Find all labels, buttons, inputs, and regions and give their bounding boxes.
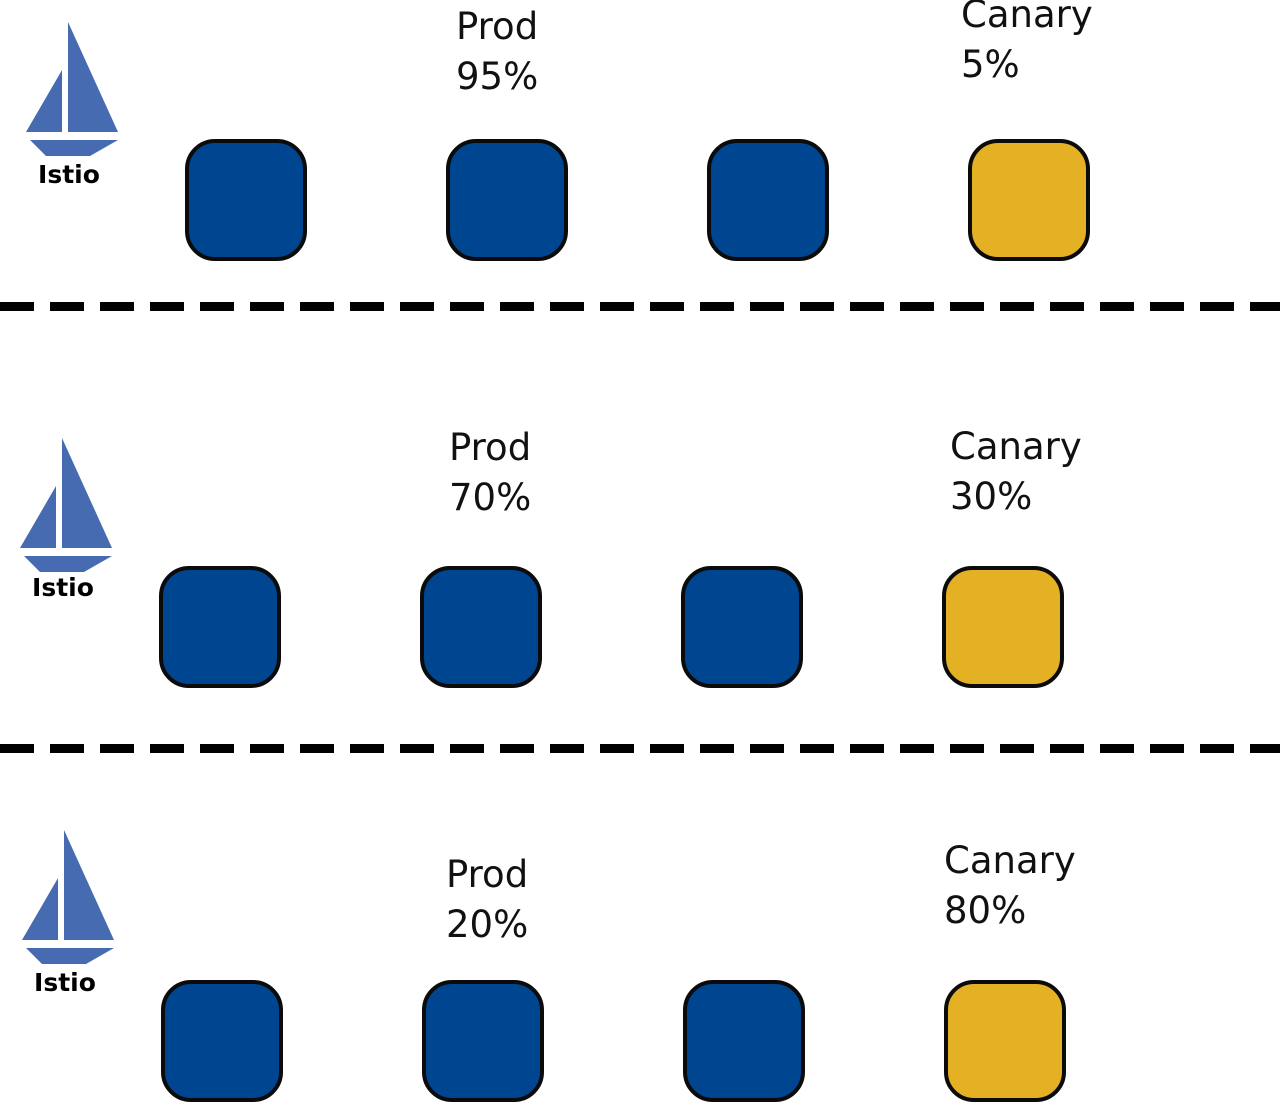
canary-traffic-label: Canary 5%	[961, 0, 1093, 90]
panel-divider	[0, 302, 1280, 311]
prod-traffic-label: Prod 95%	[456, 2, 538, 102]
prod-name: Prod	[446, 853, 529, 896]
prod-percent: 95%	[456, 55, 539, 98]
canary-traffic-label: Canary 80%	[944, 836, 1076, 936]
canary-pod	[942, 566, 1064, 688]
canary-percent: 30%	[950, 475, 1033, 518]
prod-name: Prod	[449, 426, 532, 469]
istio-logo-label: Istio	[34, 968, 96, 997]
istio-logo: Istio	[20, 830, 130, 1010]
prod-pod	[420, 566, 542, 688]
prod-traffic-label: Prod 20%	[446, 850, 528, 950]
prod-pod	[161, 980, 283, 1102]
traffic-split-panel-2: Istio Prod 70% Canary 30%	[0, 420, 1280, 710]
prod-pod	[185, 139, 307, 261]
prod-pod	[683, 980, 805, 1102]
prod-name: Prod	[456, 5, 539, 48]
canary-name: Canary	[961, 0, 1093, 36]
canary-traffic-label: Canary 30%	[950, 422, 1082, 522]
prod-traffic-label: Prod 70%	[449, 423, 531, 523]
istio-sail-icon	[22, 830, 114, 964]
canary-pod	[944, 980, 1066, 1102]
prod-pod	[446, 139, 568, 261]
istio-sail-icon	[20, 438, 112, 572]
panel-divider	[0, 744, 1280, 753]
istio-sail-icon	[26, 22, 118, 156]
istio-logo-label: Istio	[32, 573, 94, 602]
istio-logo: Istio	[18, 438, 128, 618]
canary-name: Canary	[950, 425, 1082, 468]
traffic-split-panel-3: Istio Prod 20% Canary 80%	[0, 830, 1280, 1109]
istio-logo-label: Istio	[38, 160, 100, 189]
prod-pod	[159, 566, 281, 688]
canary-name: Canary	[944, 839, 1076, 882]
canary-percent: 80%	[944, 889, 1027, 932]
prod-percent: 70%	[449, 476, 532, 519]
canary-percent: 5%	[961, 43, 1020, 86]
istio-logo: Istio	[24, 22, 134, 202]
prod-pod	[422, 980, 544, 1102]
traffic-split-panel-1: Istio Prod 95% Canary 5%	[0, 0, 1280, 300]
prod-pod	[681, 566, 803, 688]
prod-percent: 20%	[446, 903, 529, 946]
canary-pod	[968, 139, 1090, 261]
prod-pod	[707, 139, 829, 261]
